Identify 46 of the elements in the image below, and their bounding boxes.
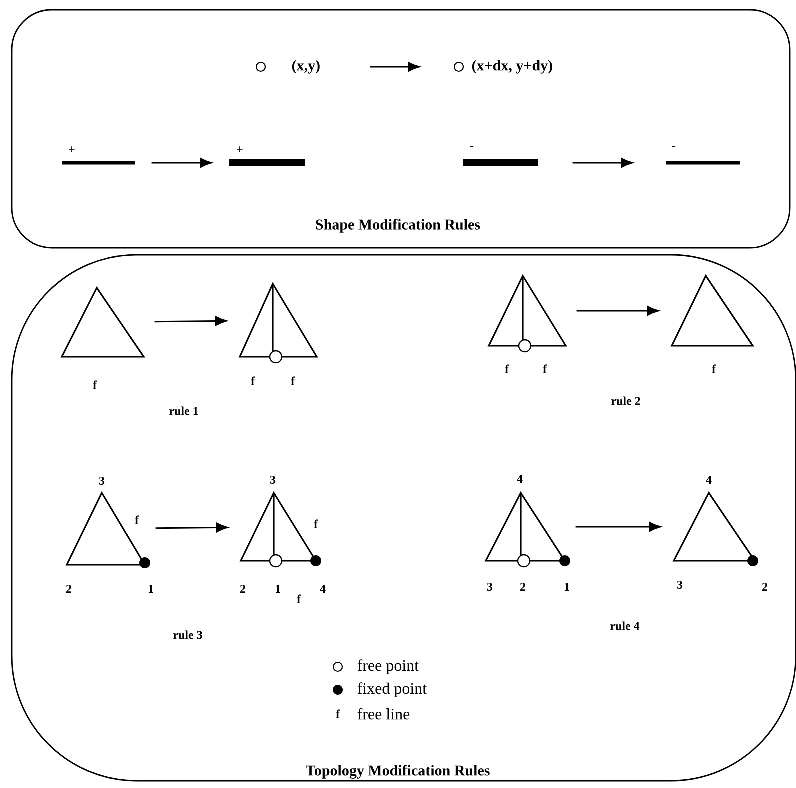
rule-label: rule 1 <box>170 406 198 416</box>
vertex-label: 1 <box>148 585 154 593</box>
sign-label: + <box>69 146 75 152</box>
legend-text: fixed point <box>358 682 427 698</box>
vertex-label: f <box>314 520 318 528</box>
vertex-label: 3 <box>487 582 493 592</box>
vertex-label: 4 <box>517 475 523 483</box>
arrow <box>370 62 420 72</box>
arrow <box>152 158 212 168</box>
legend-sample: f <box>336 710 340 718</box>
vertex-label: f <box>251 376 256 386</box>
panel-heading: Topology Modification Rules <box>306 765 490 779</box>
vertex-label: 4 <box>320 585 326 593</box>
sign-label: + <box>237 146 243 152</box>
vertex-label: f <box>505 364 510 374</box>
sign-label: - <box>672 146 676 148</box>
vertex-label: 2 <box>66 585 72 593</box>
vertex-label: f <box>135 516 140 524</box>
coordinate-label: (x+dx, y+dy) <box>472 60 552 74</box>
rule-label: rule 3 <box>174 630 202 640</box>
legend-text: free point <box>358 660 419 674</box>
vertex-label: 3 <box>99 476 105 486</box>
vertex-label: 2 <box>762 583 768 591</box>
coordinate-label: (x,y) <box>292 60 320 74</box>
arrow <box>154 316 227 326</box>
rule-label: rule 4 <box>610 622 640 630</box>
sign-label: - <box>470 146 474 148</box>
vertex-label: 1 <box>276 585 280 593</box>
vertex-label: 2 <box>520 583 526 591</box>
vertex-label: 3 <box>677 580 683 590</box>
panel-heading: Shape Modification Rules <box>316 219 480 233</box>
vertex-label: 1 <box>564 583 570 591</box>
legend-text: free line <box>358 708 410 720</box>
arrow <box>576 522 661 532</box>
vertex-label: f <box>543 364 548 374</box>
arrow <box>572 158 633 168</box>
vertex-label: f <box>297 594 302 604</box>
vertex-label: f <box>93 380 98 390</box>
arrow <box>156 522 228 533</box>
vertex-label: f <box>712 364 716 374</box>
arrow <box>576 306 659 316</box>
vertex-label: 3 <box>270 476 276 484</box>
rule-label: rule 2 <box>612 396 640 406</box>
vertex-label: 4 <box>706 476 712 484</box>
vertex-label: f <box>291 376 296 386</box>
vertex-label: 2 <box>240 585 246 593</box>
